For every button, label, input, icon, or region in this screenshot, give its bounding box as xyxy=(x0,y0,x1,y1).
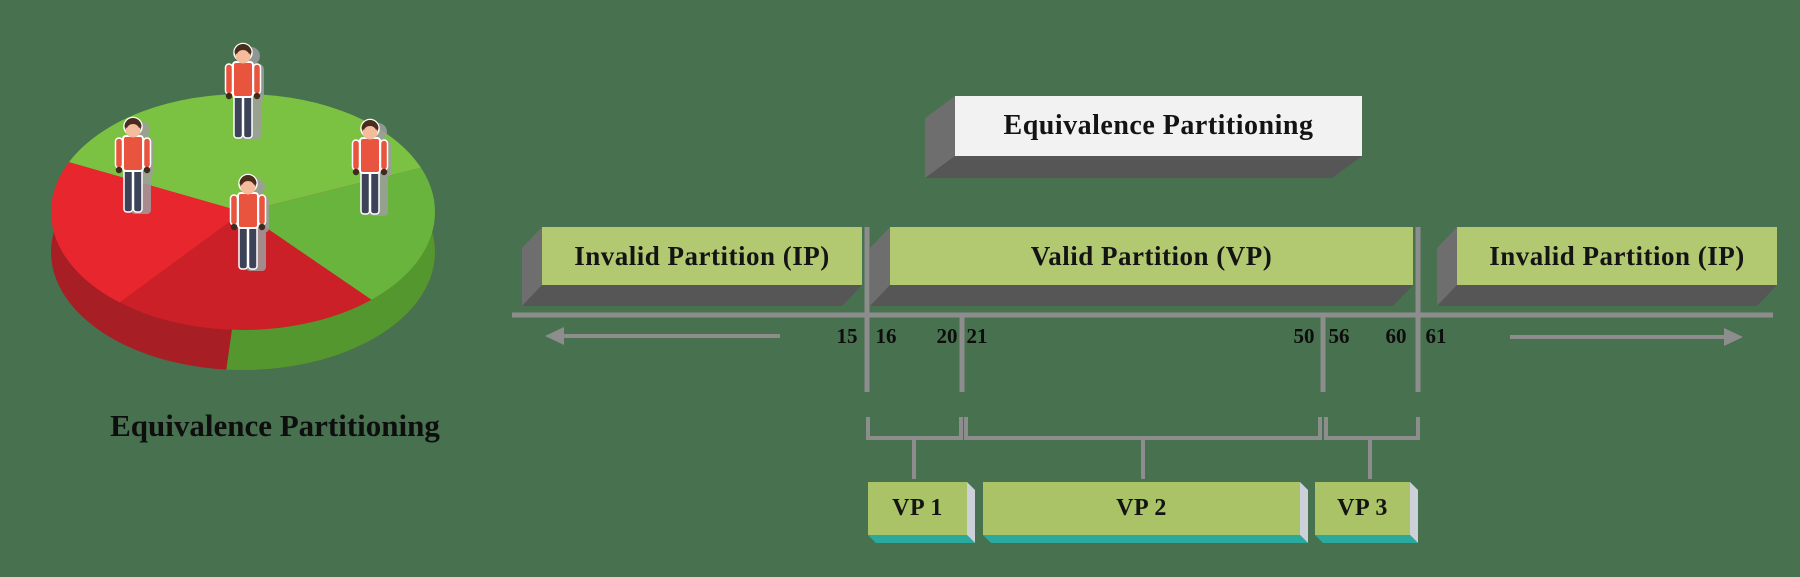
diagram-title-box: Equivalence Partitioning xyxy=(955,96,1362,156)
bracket-vp3 xyxy=(1324,417,1420,440)
axis-number-15: 15 xyxy=(836,324,858,348)
pie-caption: Equivalence Partitioning xyxy=(110,408,440,443)
partition-box-shadows xyxy=(522,227,1777,306)
invalid-partition-left-box: Invalid Partition (IP) xyxy=(542,227,862,285)
axis-number-56: 56 xyxy=(1328,324,1350,348)
vp-box-edges xyxy=(868,482,1418,543)
pie-slice-green-top xyxy=(69,94,421,212)
pie-slice-red-bottom xyxy=(119,212,372,331)
title-box-shadow xyxy=(925,96,1362,178)
right-arrow-icon xyxy=(1510,328,1743,346)
pie-slice-red-left xyxy=(50,162,244,303)
valid-partition-box: Valid Partition (VP) xyxy=(890,227,1413,285)
bracket-vp1 xyxy=(866,417,963,440)
boundary-tick-lines xyxy=(864,227,1421,392)
axis-number-16: 16 xyxy=(875,324,897,348)
vp-brackets xyxy=(866,417,1420,479)
axis-number-60: 60 xyxy=(1385,324,1407,348)
vp3-box: VP 3 xyxy=(1315,482,1410,535)
bracket-vp2 xyxy=(964,417,1322,440)
invalid-partition-right-box: Invalid Partition (IP) xyxy=(1457,227,1777,285)
axis-number-50: 50 xyxy=(1293,324,1315,348)
axis-number-61: 61 xyxy=(1425,324,1447,348)
axis-number-21: 21 xyxy=(966,324,988,348)
vp2-box: VP 2 xyxy=(983,482,1300,535)
pie-chart-illustration xyxy=(50,42,436,371)
axis-number-20: 20 xyxy=(936,324,958,348)
vp1-box: VP 1 xyxy=(868,482,967,535)
left-arrow-icon xyxy=(545,327,780,345)
